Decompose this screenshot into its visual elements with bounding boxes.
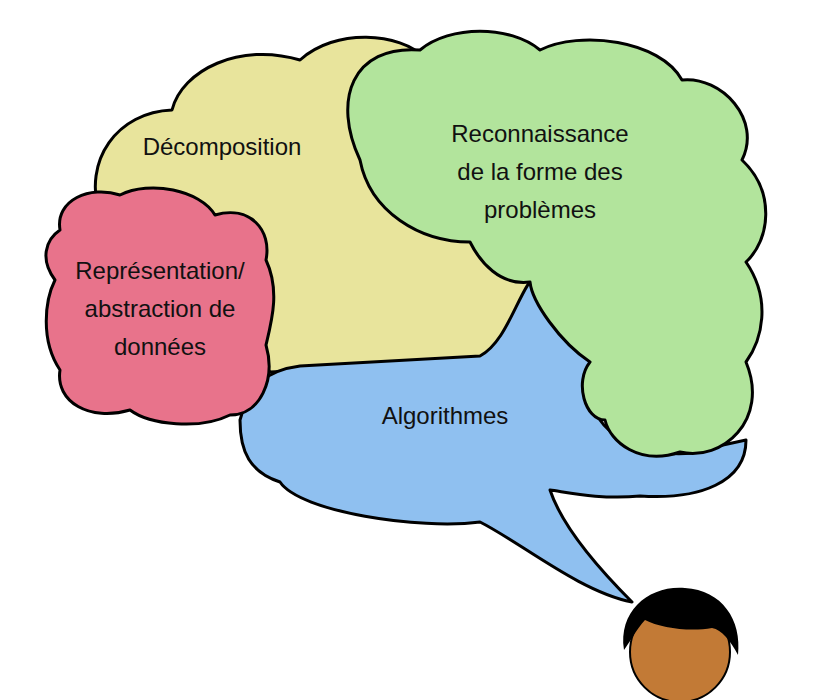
brain-region: Représentation/ abstraction de données bbox=[35, 175, 280, 435]
region-label: Reconnaissance de la forme des problèmes bbox=[440, 115, 640, 229]
text-holder: Reconnaissance de la forme des problèmes bbox=[440, 115, 640, 229]
region-shape bbox=[240, 272, 746, 602]
region-label: Décomposition bbox=[87, 128, 357, 166]
text-holder: Représentation/ abstraction de données bbox=[44, 252, 276, 366]
text-holder: Décomposition bbox=[87, 128, 357, 166]
region-label: Représentation/ abstraction de données bbox=[44, 252, 276, 366]
hair bbox=[623, 588, 738, 655]
region-outline bbox=[330, 20, 780, 470]
text-holder: Algorithmes bbox=[335, 397, 555, 435]
brain-region: Reconnaissance de la forme des problèmes bbox=[330, 20, 780, 470]
region-label: Algorithmes bbox=[335, 397, 555, 435]
